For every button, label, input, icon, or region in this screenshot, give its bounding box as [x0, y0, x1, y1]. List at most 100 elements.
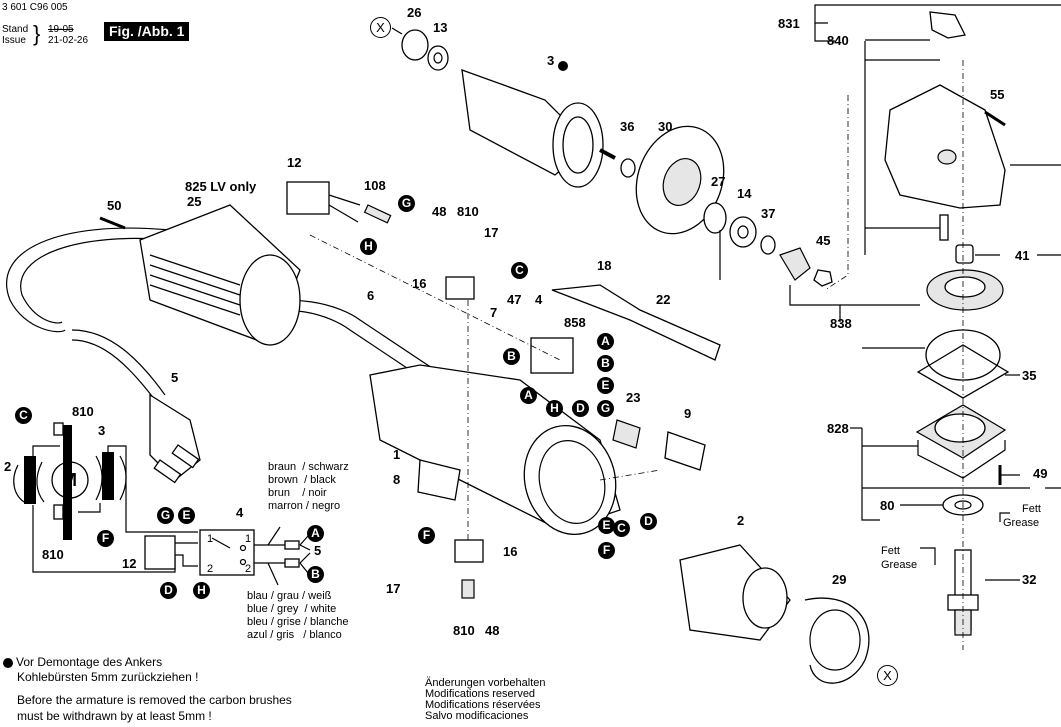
part-label-1: 1: [393, 447, 401, 462]
part-label-3: 3: [547, 53, 555, 68]
wire-color-brown-en: brown / black: [268, 474, 336, 486]
schematic-label-4: 4: [236, 505, 244, 520]
switch-symbol: [199, 529, 255, 576]
part-label-16-top: 16: [412, 276, 427, 291]
schematic-connector-a: A: [307, 525, 324, 542]
issue-date: 21-02-26: [48, 35, 89, 46]
part-label-25: 25: [187, 194, 202, 209]
part-label-4: 4: [535, 292, 543, 307]
part-label-108: 108: [364, 178, 386, 193]
part-label-6: 6: [367, 288, 375, 303]
schematic-connector-c: C: [15, 407, 32, 424]
connector-a-cable: A: [520, 387, 537, 404]
part-label-50: 50: [107, 198, 122, 213]
part-label-35: 35: [1022, 368, 1037, 383]
part-label-810-top: 810: [457, 204, 479, 219]
part-label-17-bottom: 17: [386, 581, 401, 596]
part-label-14: 14: [737, 186, 752, 201]
schematic-connector-b: B: [307, 566, 324, 583]
part-label-13: 13: [433, 20, 448, 35]
part-label-22: 22: [656, 292, 671, 307]
part-label-80: 80: [880, 498, 895, 513]
pin-label-1b: 1: [245, 533, 252, 545]
modifications-en: Modifications reserved: [425, 688, 536, 700]
stand-label: Stand: [2, 24, 29, 35]
connector-f-brush: F: [418, 527, 435, 544]
part-label-8: 8: [393, 472, 401, 487]
armature-note-en-2: must be withdrawn by at least 5mm !: [17, 709, 212, 723]
grease-label-2-de: Fett: [881, 545, 900, 557]
part-label-36: 36: [620, 119, 635, 134]
armature-note-en-1: Before the armature is removed the carbo…: [17, 693, 292, 707]
part-label-840: 840: [827, 33, 849, 48]
connector-c-field: C: [613, 520, 630, 537]
connector-x-bottom: X: [877, 665, 898, 686]
schematic-connector-h: H: [193, 582, 210, 599]
power-cord: [6, 227, 171, 333]
part-label-828: 828: [827, 421, 849, 436]
old-date: 19-05: [48, 24, 74, 35]
wiring-schematic: [13, 422, 311, 586]
bullet-icon: [3, 657, 13, 668]
pin-label-1a: 1: [207, 533, 214, 545]
part-label-29: 29: [832, 572, 847, 587]
connector-e-field: E: [598, 517, 615, 534]
motor-symbol: M: [62, 470, 77, 490]
schematic-label-12: 12: [122, 556, 137, 571]
connector-g-capacitor: G: [398, 195, 415, 212]
armature-note-de-2: Kohlebürsten 5mm zurückziehen !: [17, 670, 199, 684]
wire-color-blue-de: blau / grau / weiß: [247, 590, 332, 602]
part-label-49: 49: [1033, 466, 1048, 481]
wire-color-blue-en: blue / grey / white: [247, 603, 337, 615]
part-label-9: 9: [684, 406, 692, 421]
part-label-12: 12: [287, 155, 302, 170]
armature-art: [461, 69, 616, 188]
bullet-icon: [558, 60, 568, 71]
schematic-connector-f: F: [97, 530, 114, 547]
modifications-de: Änderungen vorbehalten: [425, 677, 546, 689]
capacitor-symbol: [144, 535, 176, 570]
connector-a-switch: A: [597, 333, 614, 350]
gear-housing: [884, 84, 1006, 209]
schematic-label-3: 3: [98, 423, 106, 438]
wire-color-brown-de: braun / schwarz: [268, 461, 349, 473]
part-label-825: 825 LV only: [185, 179, 257, 194]
modifications-fr: Modifications réservées: [425, 699, 541, 711]
part-label-23: 23: [626, 390, 641, 405]
figure-label: Fig. /Abb. 1: [104, 22, 190, 41]
brace: }: [33, 21, 41, 46]
schematic-label-810-bottom: 810: [42, 547, 64, 562]
part-label-45: 45: [816, 233, 831, 248]
part-label-858: 858: [564, 315, 586, 330]
connector-b-switch: B: [597, 355, 614, 372]
wire-color-brown-es: marron / negro: [268, 500, 341, 512]
document-number: 3 601 C96 005: [2, 2, 68, 13]
part-label-17-top: 17: [484, 225, 499, 240]
part-label-5-plug: 5: [171, 370, 179, 385]
connector-d-switch: D: [572, 400, 589, 417]
schematic-connector-g: G: [157, 507, 174, 524]
schematic-label-5: 5: [314, 543, 322, 558]
part-label-26: 26: [407, 5, 422, 20]
part-label-7: 7: [490, 305, 498, 320]
grease-label-1-de: Fett: [1022, 503, 1041, 515]
modifications-es: Salvo modificaciones: [425, 710, 529, 722]
part-label-47: 47: [507, 292, 522, 307]
grease-label-1-en: Grease: [1003, 517, 1040, 529]
schematic-connector-d: D: [160, 582, 177, 599]
connector-h-switch: H: [546, 400, 563, 417]
connector-b-cable: B: [503, 348, 520, 365]
connector-d-field: D: [640, 513, 657, 530]
schematic-connector-e: E: [178, 507, 195, 524]
part-label-831: 831: [778, 16, 800, 31]
part-label-48-top: 48: [432, 204, 447, 219]
part-label-810-bottom: 810: [453, 623, 475, 638]
pin-label-2a: 2: [207, 563, 214, 575]
schematic-label-810-top: 810: [72, 404, 94, 419]
connector-e-switch: E: [597, 377, 614, 394]
part-label-2: 2: [737, 513, 745, 528]
connector-h-capacitor: H: [360, 238, 377, 255]
connector-x-top: X: [370, 17, 391, 38]
part-label-48-bottom: 48: [485, 623, 500, 638]
